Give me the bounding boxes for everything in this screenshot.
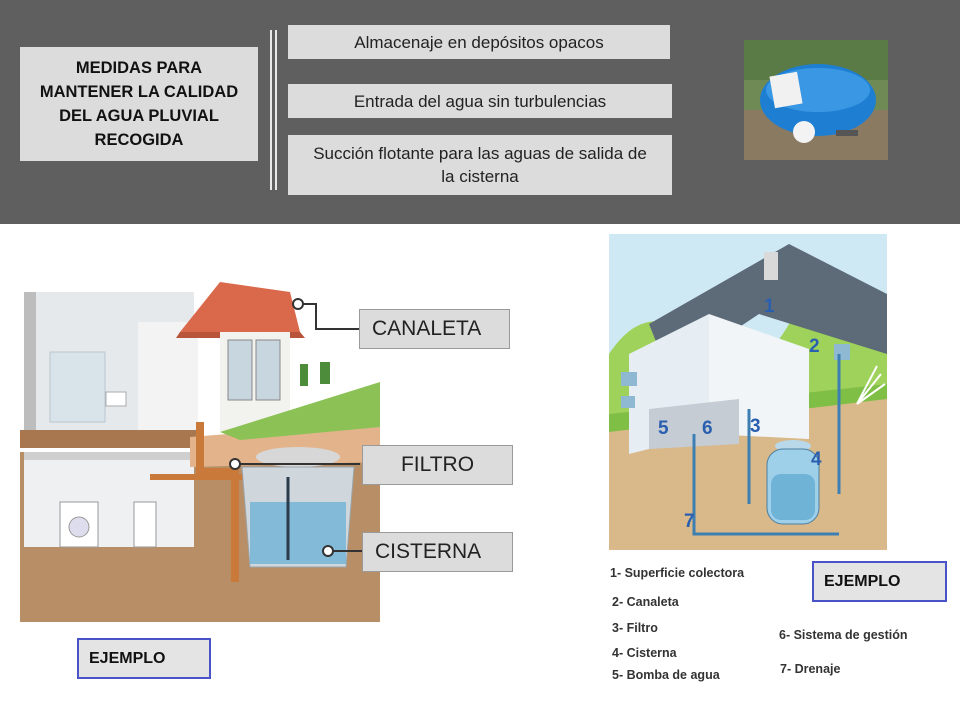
diagram-number-2: 2 bbox=[809, 336, 820, 357]
separator-line bbox=[275, 30, 277, 190]
measure-box-floating-suction: Succión flotante para las aguas de salid… bbox=[288, 135, 672, 195]
diagram-number-1: 1 bbox=[764, 296, 775, 317]
label-cisterna: CISTERNA bbox=[362, 532, 513, 572]
house-cutaway-illustration bbox=[20, 262, 385, 622]
legend-item: 5- Bomba de agua bbox=[612, 668, 720, 682]
rainwater-system-schematic bbox=[609, 234, 887, 550]
section-title: MEDIDAS PARA MANTENER LA CALIDAD DEL AGU… bbox=[20, 47, 258, 161]
legend-item: 4- Cisterna bbox=[612, 646, 677, 660]
diagram-number-5: 5 bbox=[658, 418, 669, 439]
measure-box-opaque-storage: Almacenaje en depósitos opacos bbox=[288, 25, 670, 59]
diagram-number-7: 7 bbox=[684, 511, 695, 532]
legend-item: 3- Filtro bbox=[612, 621, 658, 635]
example-label-right: EJEMPLO bbox=[812, 561, 947, 602]
label-canaleta: CANALETA bbox=[359, 309, 510, 349]
tank-photo bbox=[744, 40, 888, 160]
label-filtro: FILTRO bbox=[362, 445, 513, 485]
separator-line bbox=[270, 30, 272, 190]
section-title-text: MEDIDAS PARA MANTENER LA CALIDAD DEL AGU… bbox=[39, 59, 239, 149]
legend-item: 6- Sistema de gestión bbox=[779, 628, 908, 642]
legend-item: 2- Canaleta bbox=[612, 595, 679, 609]
legend-item: 7- Drenaje bbox=[780, 662, 841, 676]
measure-box-inlet: Entrada del agua sin turbulencias bbox=[288, 84, 672, 118]
diagram-number-6: 6 bbox=[702, 418, 713, 439]
diagram-number-4: 4 bbox=[811, 449, 822, 470]
legend-item: 1- Superficie colectora bbox=[610, 566, 745, 580]
diagram-number-3: 3 bbox=[750, 416, 761, 437]
example-label-left: EJEMPLO bbox=[77, 638, 211, 679]
